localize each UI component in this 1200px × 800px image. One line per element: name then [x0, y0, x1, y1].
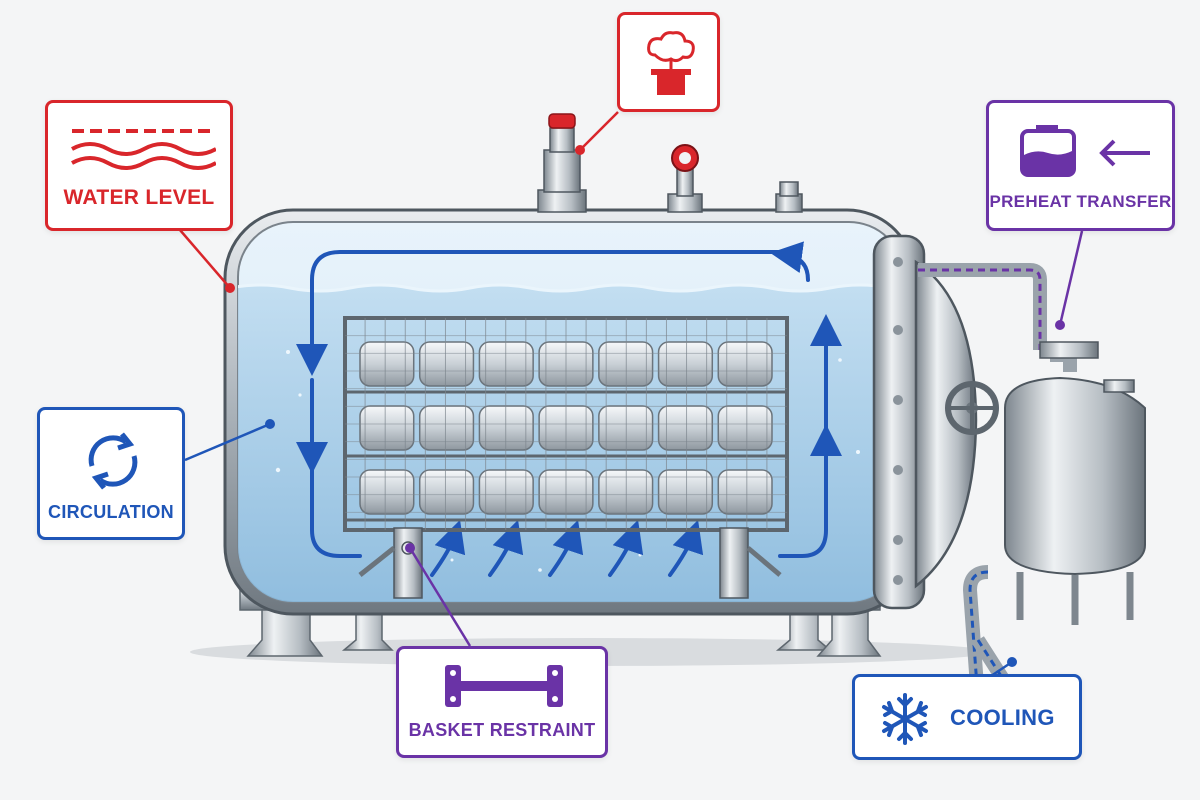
vessel-door: [872, 234, 999, 610]
pouch: [598, 469, 654, 515]
circular-arrows-icon: [88, 432, 138, 490]
water-waves-icon: [71, 129, 216, 170]
basket-restraint-clamps: [358, 527, 782, 599]
callout-cooling: COOLING: [852, 674, 1082, 760]
basket-restraint-label: BASKET RESTRAINT: [408, 720, 596, 740]
water-level-label: WATER LEVEL: [63, 186, 215, 209]
callout-water-level: WATER LEVEL: [45, 100, 233, 231]
pouch: [657, 469, 714, 515]
pouch: [478, 469, 534, 515]
preheat-transfer-label: PREHEAT TRANSFER: [989, 192, 1172, 211]
leader-lines: [179, 111, 1084, 692]
restraint-bracket-icon: [445, 665, 563, 707]
pouch: [418, 469, 475, 515]
preheat-tank: [918, 263, 1146, 701]
callout-circulation: CIRCULATION: [37, 407, 185, 540]
steam-vent-icon: [647, 31, 695, 95]
pouch: [359, 469, 415, 515]
callout-steam-vent: [617, 12, 720, 112]
basket-rack: [343, 316, 789, 532]
pouch: [478, 341, 534, 387]
pouch: [717, 469, 773, 515]
callout-preheat-transfer: PREHEAT TRANSFER: [986, 100, 1175, 231]
callout-basket-restraint: BASKET RESTRAINT: [396, 646, 608, 758]
circulation-label: CIRCULATION: [48, 502, 174, 522]
pouch: [478, 405, 534, 451]
cooling-label: COOLING: [950, 705, 1055, 730]
pouch: [598, 341, 654, 387]
snowflake-icon: [882, 693, 928, 745]
tank-arrow-icon: [1020, 125, 1150, 177]
top-fittings: [537, 113, 803, 213]
pouch: [598, 405, 654, 451]
circulation-flow: [296, 241, 842, 577]
